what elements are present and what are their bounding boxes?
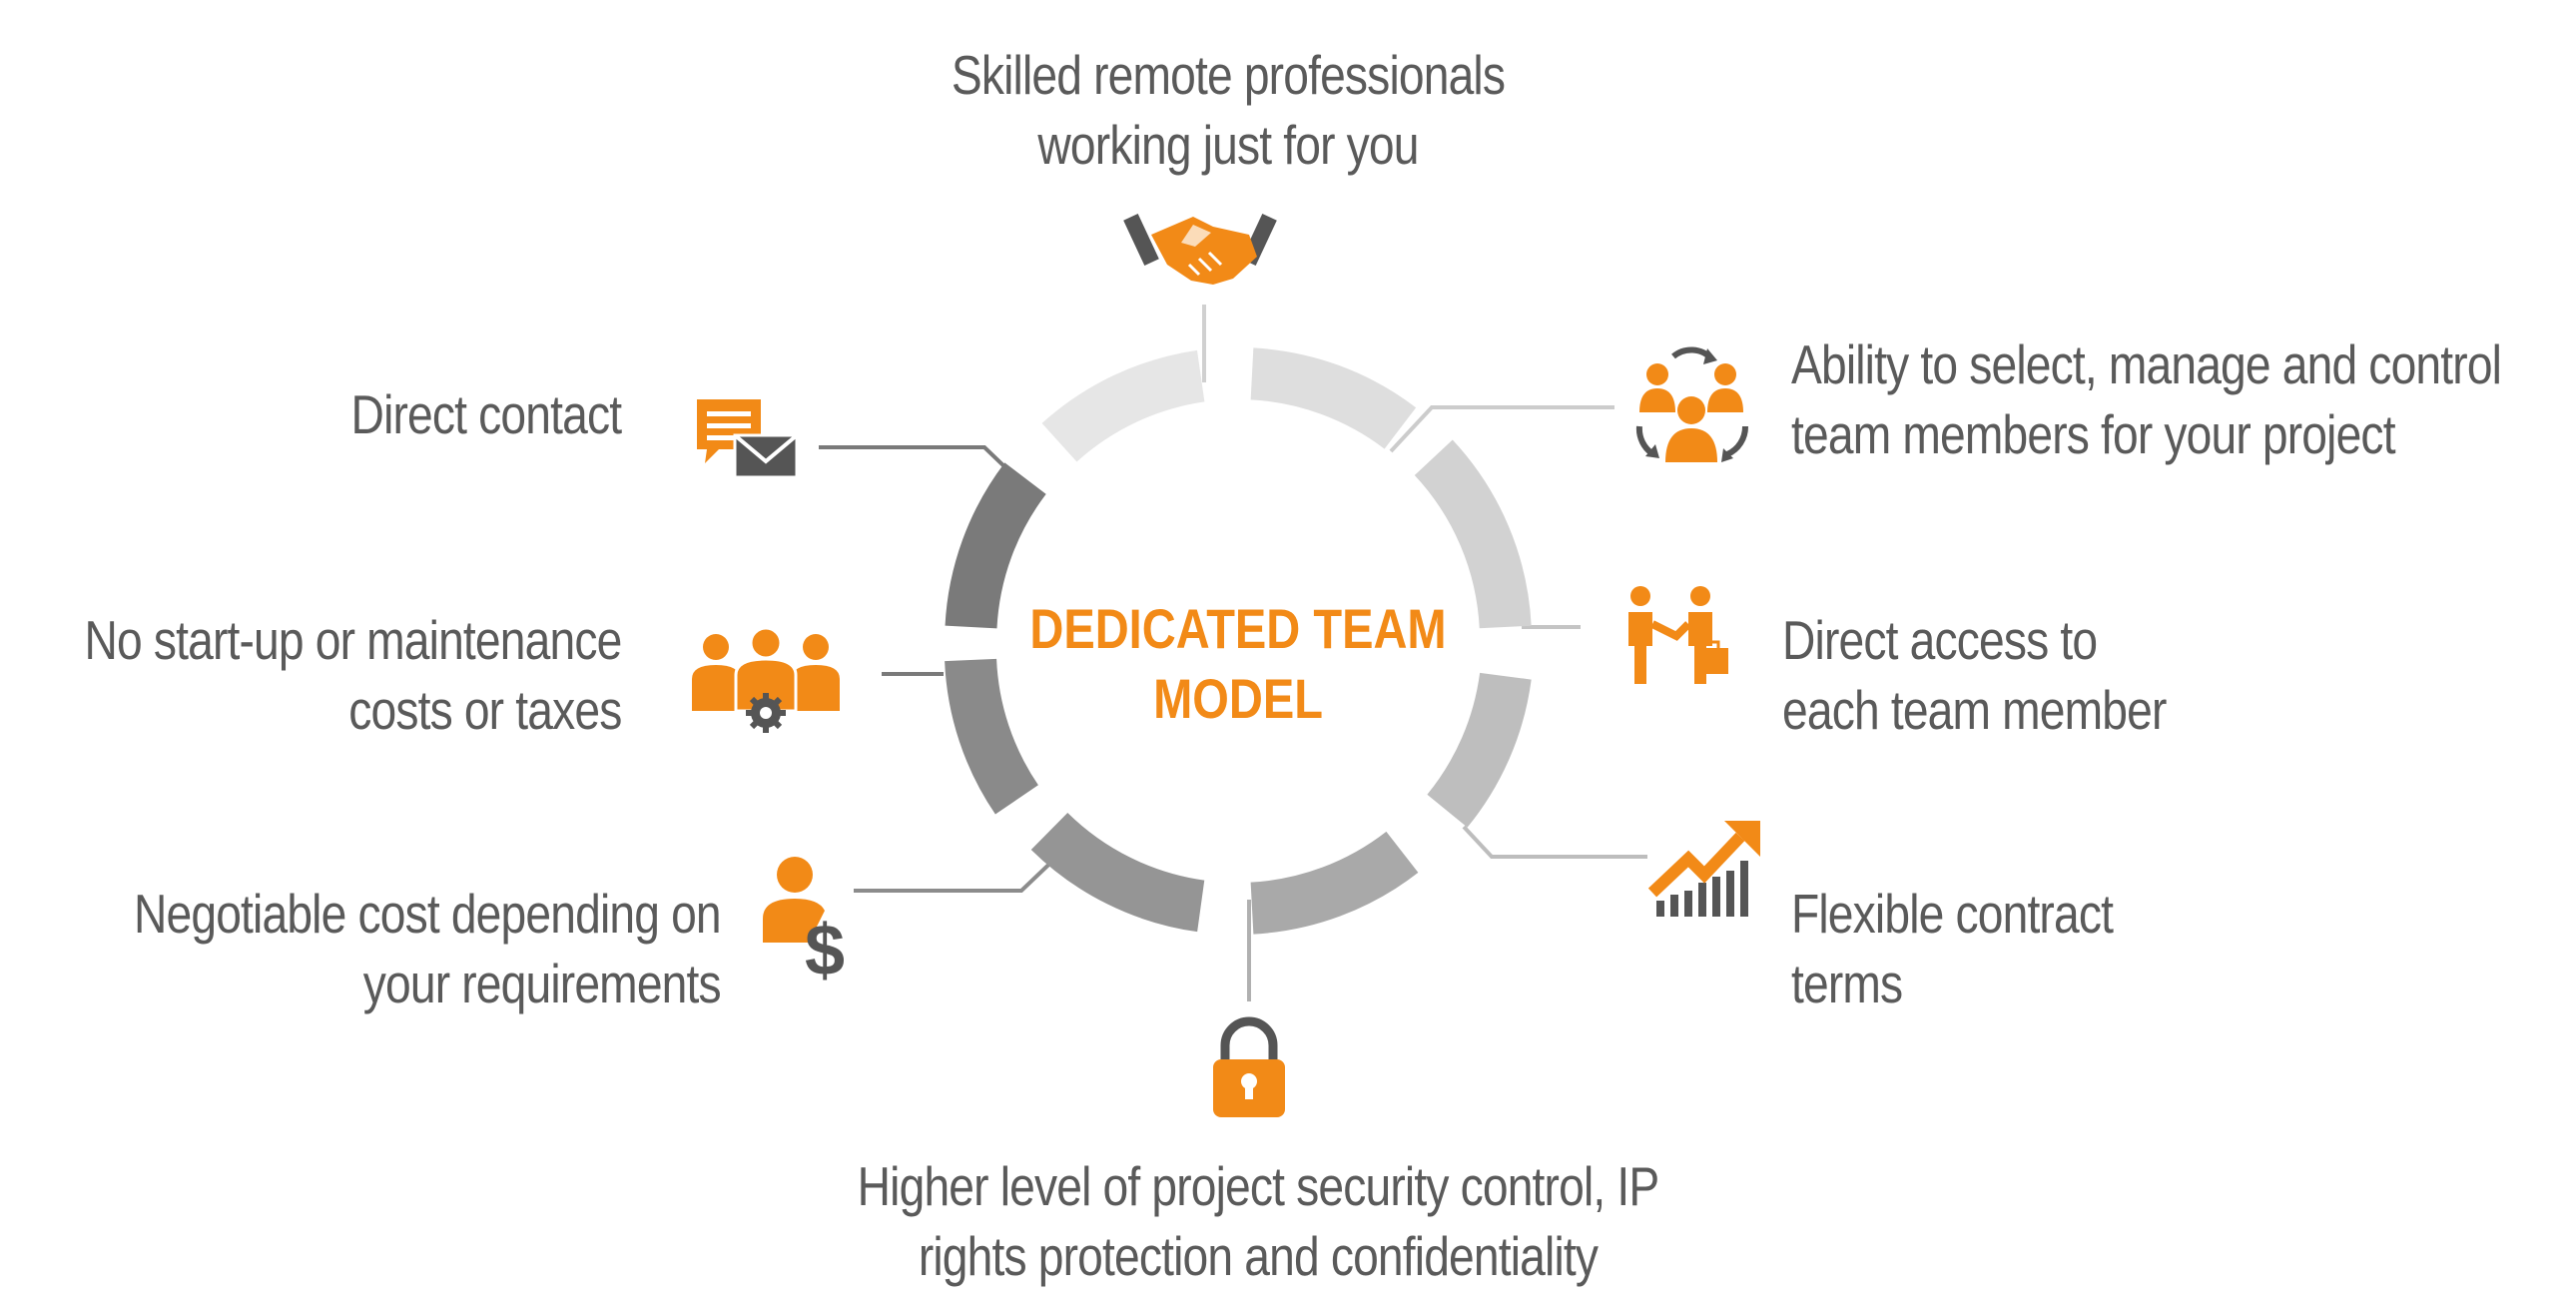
diagram-title: DEDICATED TEAM MODEL	[1028, 594, 1448, 734]
connector-select	[1389, 405, 1614, 453]
business-meeting-icon	[1628, 586, 1728, 684]
title-line-2: MODEL	[1153, 667, 1323, 730]
ring-segment-right-upper	[1414, 439, 1532, 629]
ring-segment-top-right	[1250, 347, 1417, 449]
ring-segment-bottom-left	[1030, 812, 1205, 933]
label-flexible: Flexible contract terms	[1791, 883, 2114, 1014]
connector-flexible	[1462, 825, 1647, 859]
growth-chart-icon	[1647, 821, 1760, 917]
label-contact: Direct contact	[350, 383, 622, 445]
person-dollar-icon: $	[763, 857, 845, 990]
label-select: Ability to select, manage and control te…	[1791, 333, 2502, 465]
label-security: Higher level of project security control…	[857, 1155, 1660, 1287]
message-envelope-icon	[697, 399, 799, 479]
ring-segment-right-lower	[1427, 672, 1532, 828]
team-cycle-icon	[1635, 346, 1749, 462]
padlock-icon	[1213, 1016, 1285, 1117]
ring-segment-top-left	[1041, 349, 1205, 462]
label-access: Direct access to each team member	[1782, 609, 2167, 741]
svg-text:$: $	[805, 911, 845, 990]
group-gear-icon	[692, 626, 840, 733]
label-skilled: Skilled remote professionals working jus…	[951, 44, 1506, 176]
title-line-1: DEDICATED TEAM	[1029, 597, 1447, 660]
label-nostartup: No start-up or maintenance costs or taxe…	[84, 609, 622, 741]
handshake-icon	[1123, 213, 1277, 285]
label-negotiable: Negotiable cost depending on your requir…	[134, 883, 722, 1014]
ring-segment-left-lower	[945, 658, 1039, 815]
ring-segment-bottom-right	[1250, 831, 1419, 935]
ring-segment-left-upper	[945, 462, 1046, 629]
connector-negotiable	[854, 849, 1065, 893]
